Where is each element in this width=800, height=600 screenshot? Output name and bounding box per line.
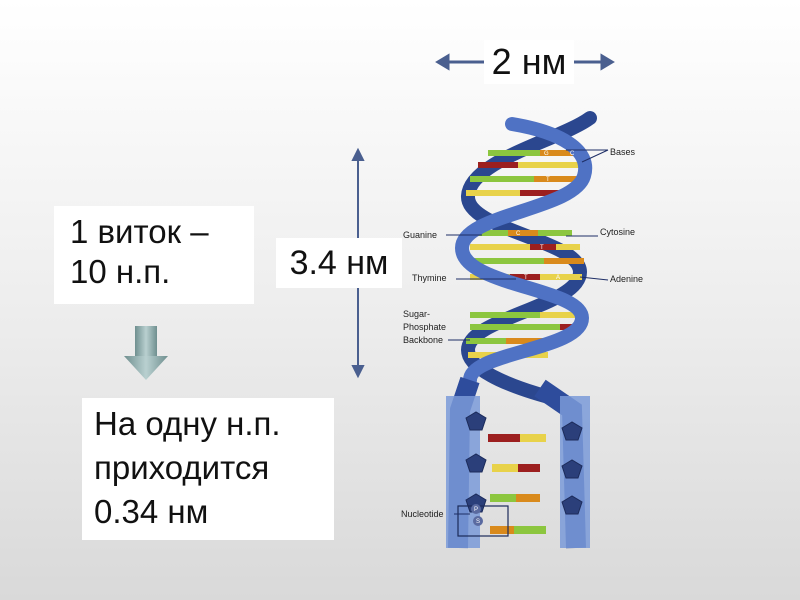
per-base-pair-line: приходится: [94, 449, 270, 486]
label-cytosine: Cytosine: [600, 227, 635, 237]
label-thymine: Thymine: [412, 273, 447, 283]
down-arrow-icon: [124, 326, 168, 380]
base-letter: P: [474, 507, 478, 513]
label-bases: Bases: [610, 147, 636, 157]
label-nucleotide: Nucleotide: [401, 509, 444, 519]
turn-info-line: 1 виток –: [70, 213, 209, 250]
label-guanine: Guanine: [403, 230, 437, 240]
base-letter: G: [544, 151, 549, 157]
base-pairs-helix: [464, 150, 584, 358]
turn-info-box: 1 виток – 10 н.п.: [54, 206, 254, 304]
base-letter: T: [546, 177, 550, 183]
turn-info-line: 10 н.п.: [70, 253, 171, 290]
label-backbone-line3: Backbone: [403, 335, 443, 345]
base-letter: A: [556, 275, 560, 281]
label-leaders: [446, 149, 609, 515]
base-letter: S: [476, 519, 480, 525]
per-base-pair-box: На одну н.п. приходится 0.34 нм: [82, 398, 334, 540]
per-base-pair-line: 0.34 нм: [94, 493, 209, 530]
helix-width-label: 2 нм: [484, 40, 574, 84]
base-letters: G C T C T T A P S: [474, 151, 575, 525]
per-base-pair-line: На одну н.п.: [94, 405, 281, 442]
base-letter: T: [524, 275, 528, 281]
base-letter: T: [540, 245, 544, 251]
ladder-section: [446, 376, 590, 549]
base-letter: C: [570, 151, 575, 157]
helix-pitch-label: 3.4 нм: [276, 238, 402, 288]
label-adenine: Adenine: [610, 274, 643, 284]
backbone-strand-front: [454, 117, 593, 387]
label-backbone-line1: Sugar-: [403, 309, 430, 319]
width-arrow: [435, 53, 615, 71]
label-backbone-line2: Phosphate: [403, 322, 446, 332]
base-letter: C: [516, 231, 521, 237]
